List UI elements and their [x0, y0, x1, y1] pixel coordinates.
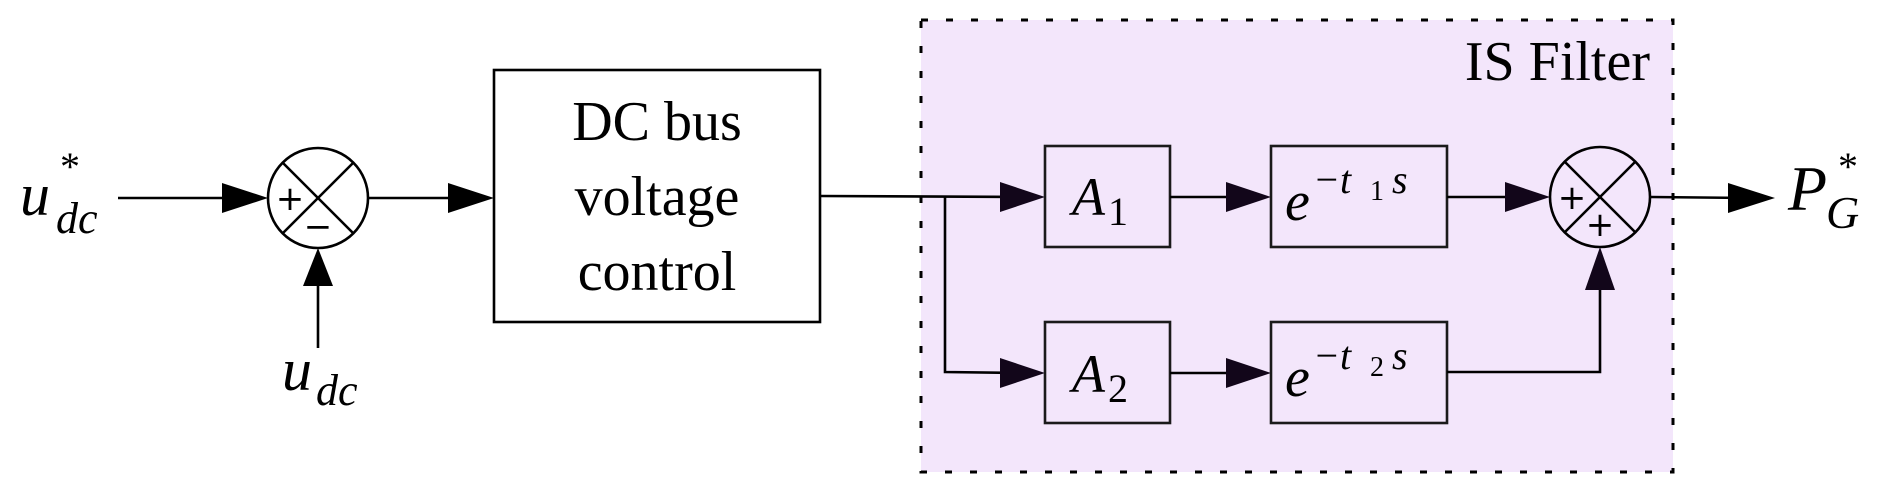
reference-symbol: u: [20, 162, 50, 228]
output-subscript: G: [1826, 187, 1859, 238]
delay-exponent-subscript: 1: [1370, 176, 1384, 207]
delay-base: e: [1285, 171, 1310, 233]
summing-junction-1: + −: [266, 146, 370, 250]
arrowhead-icon: [448, 183, 494, 213]
sum-cross-line: [1564, 161, 1636, 233]
controller-line-2: voltage: [575, 166, 740, 228]
controller-box: [492, 68, 822, 324]
signal-line: [1447, 268, 1602, 374]
summing-junction-2: + +: [1548, 145, 1652, 249]
output-label: P * G: [1787, 144, 1859, 238]
gain-block-a2: A 2: [1043, 320, 1172, 425]
feedback-subscript: dc: [316, 366, 358, 415]
feedback-input-label: u dc: [282, 337, 358, 415]
sum2-sign-plus: +: [1558, 178, 1587, 218]
reference-input-label: u * dc: [20, 144, 98, 243]
arrowhead-icon: [303, 248, 333, 286]
is-filter-border: [919, 18, 1675, 474]
output-superscript: *: [1838, 144, 1858, 189]
controller-line-1: DC bus: [572, 91, 742, 153]
arrowhead-icon: [1000, 358, 1045, 388]
output-symbol: P: [1787, 153, 1827, 224]
sum1-sign-minus: −: [304, 207, 333, 247]
arrowhead-icon: [1505, 182, 1550, 212]
arrowhead-icon: [222, 183, 268, 213]
sum-cross-line: [282, 162, 354, 234]
arrowhead-icon: [1728, 183, 1775, 213]
controller-line-3: control: [578, 241, 737, 303]
delay-exponent-prefix: −t: [1313, 157, 1352, 202]
sum1-sign-plus: +: [276, 179, 305, 219]
delay-base: e: [1285, 347, 1310, 409]
feedback-symbol: u: [282, 337, 312, 403]
delay-exponent-prefix: −t: [1313, 333, 1352, 378]
gain-subscript: 1: [1108, 189, 1128, 234]
reference-subscript: dc: [56, 194, 98, 243]
gain-subscript: 2: [1108, 366, 1128, 411]
delay-exponent-suffix: s: [1392, 157, 1408, 202]
branch-line: [943, 197, 1021, 375]
is-filter-label: IS Filter: [1465, 31, 1650, 93]
controller-output-line: [819, 194, 1021, 199]
delay-exponent-subscript: 2: [1370, 352, 1384, 383]
dc-bus-voltage-control-block: DC bus voltage control: [492, 68, 822, 324]
arrowhead-icon: [1000, 182, 1045, 212]
gain-symbol: A: [1069, 344, 1106, 404]
reference-superscript: *: [60, 144, 80, 189]
delay-block-1: e −t 1 s: [1269, 144, 1449, 249]
delay-exponent-suffix: s: [1392, 333, 1408, 378]
arrowhead-icon: [1226, 182, 1271, 212]
arrowhead-icon: [1585, 247, 1615, 290]
sum2-sign-plus: +: [1586, 205, 1615, 245]
delay-block-2: e −t 2 s: [1269, 320, 1449, 425]
arrowhead-icon: [1226, 358, 1271, 388]
gain-symbol: A: [1069, 167, 1106, 227]
